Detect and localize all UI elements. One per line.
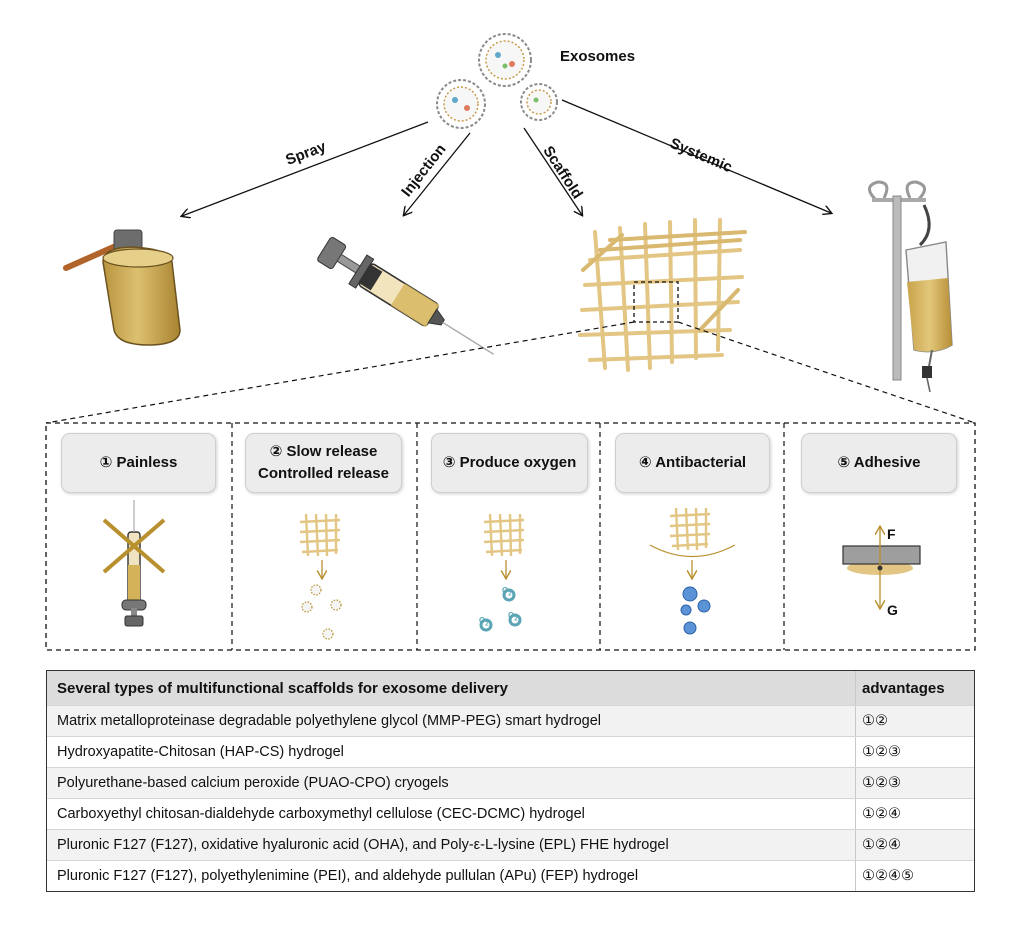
table-row: Carboxyethyl chitosan-dialdehyde carboxy… [47, 798, 974, 829]
antibacterial-scaffold-icon [669, 507, 711, 551]
table-cell-name: Carboxyethyl chitosan-dialdehyde carboxy… [57, 806, 585, 822]
panel-label: Controlled release [258, 465, 389, 482]
panel-label: ② Slow release [269, 443, 378, 460]
spray-arrow [182, 121, 429, 216]
scaffold-grid-icon [578, 218, 747, 372]
oxygen-label: O2 [502, 586, 512, 598]
panel-adhesive: ⑤ Adhesive [801, 433, 957, 493]
table-cell-advantages: ①②④ [855, 830, 974, 860]
panel-label: ③ Produce oxygen [442, 454, 577, 471]
table-cell-advantages: ①② [855, 706, 974, 736]
table-cell-name: Hydroxyapatite-Chitosan (HAP-CS) hydroge… [57, 744, 344, 760]
panel-label: ① Painless [99, 454, 178, 471]
release-scaffold-icon [299, 513, 341, 557]
scaffold-table: Several types of multifunctional scaffol… [46, 670, 975, 892]
table-row: Matrix metalloproteinase degradable poly… [47, 705, 974, 736]
panel-painless: ① Painless [61, 433, 216, 493]
panel-label: ④ Antibacterial [638, 454, 747, 471]
exosomes-label: Exosomes [560, 48, 636, 65]
adhesive-force-icon [842, 527, 921, 608]
oxygen-label: O2 [508, 611, 518, 623]
bacteria-icon [680, 586, 711, 635]
table-row: Polyurethane-based calcium peroxide (PUA… [47, 767, 974, 798]
table-cell-advantages: ①②③ [855, 768, 974, 798]
painless-syringe-icon [102, 500, 166, 627]
iv-drip-icon [868, 180, 953, 393]
table-cell-advantages: ①②③ [855, 737, 974, 767]
table-cell-name: Polyurethane-based calcium peroxide (PUA… [57, 775, 449, 791]
panel-label: ⑤ Adhesive [837, 454, 921, 471]
table-header-advantages: advantages [855, 671, 974, 705]
table-header-name: Several types of multifunctional scaffol… [57, 679, 508, 697]
force-label-f: F [887, 526, 896, 542]
advantages-panel-frame [45, 422, 976, 651]
injection-arrow [404, 132, 471, 215]
table-cell-name: Pluronic F127 (F127), polyethylenimine (… [57, 868, 639, 884]
syringe-icon [317, 237, 494, 355]
force-label-g: G [887, 602, 898, 618]
table-cell-advantages: ①②④⑤ [855, 861, 974, 891]
exosome-icon [436, 79, 486, 129]
table-cell-name: Matrix metalloproteinase degradable poly… [57, 713, 601, 729]
panel-antibacterial: ④ Antibacterial [615, 433, 770, 493]
table-row: Pluronic F127 (F127), polyethylenimine (… [47, 860, 974, 891]
oxygen-scaffold-icon [483, 513, 525, 557]
oxygen-label: O2 [479, 616, 489, 628]
panel-oxygen: ③ Produce oxygen [431, 433, 588, 493]
table-cell-name: Pluronic F127 (F127), oxidative hyaluron… [57, 837, 669, 853]
scaffold-arrow [523, 127, 582, 215]
exosome-icon [478, 33, 532, 87]
table-header: Several types of multifunctional scaffol… [47, 671, 974, 705]
scaffold-zoom-box [633, 281, 679, 323]
exosome-icon [520, 83, 558, 121]
oxygen-bubble-icon [479, 588, 522, 632]
released-exosome-icon [301, 584, 342, 640]
spray-can-icon [63, 229, 181, 346]
table-row: Hydroxyapatite-Chitosan (HAP-CS) hydroge… [47, 736, 974, 767]
panel-release: ② Slow release Controlled release [245, 433, 402, 493]
table-cell-advantages: ①②④ [855, 799, 974, 829]
systemic-arrow [561, 99, 831, 213]
table-row: Pluronic F127 (F127), oxidative hyaluron… [47, 829, 974, 860]
